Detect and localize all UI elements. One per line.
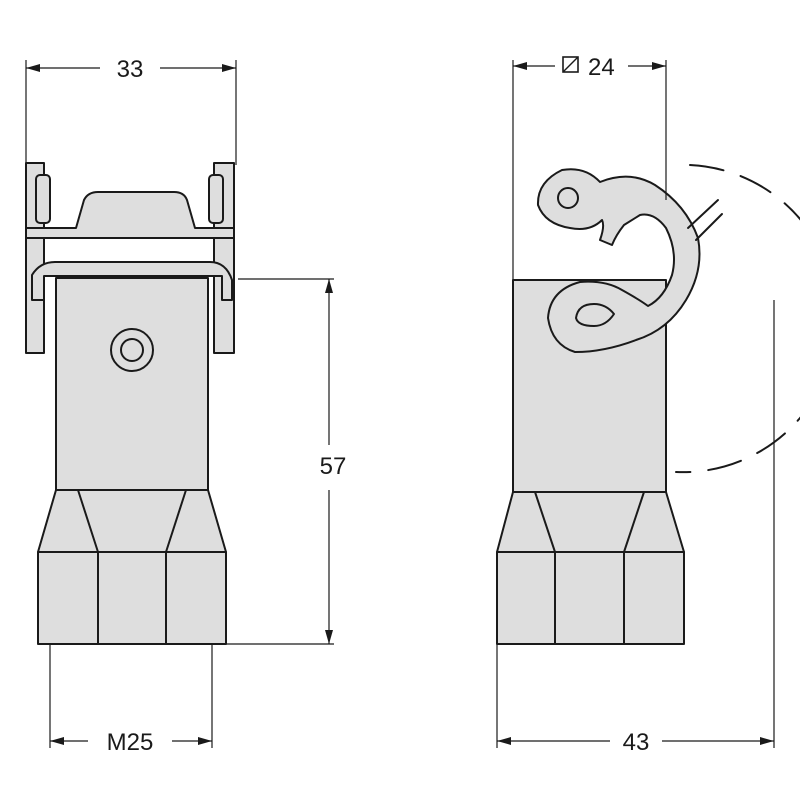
square-symbol-icon xyxy=(562,56,579,73)
dim-overall-depth-label: 43 xyxy=(623,729,650,756)
dim-overall-depth: 43 xyxy=(496,300,775,756)
lever-swing-arc xyxy=(675,164,800,474)
dim-height-label: 57 xyxy=(320,453,347,480)
gland-taper xyxy=(37,489,227,553)
gland-nut xyxy=(37,551,227,645)
dim-side-width-label: 24 xyxy=(588,54,615,81)
side-view xyxy=(496,164,800,645)
left-pin xyxy=(35,174,51,224)
side-gland-taper xyxy=(496,491,685,553)
dim-front-width: 33 xyxy=(25,56,237,165)
lever-lower-pivot xyxy=(575,303,615,327)
dim-thread: M25 xyxy=(49,644,213,756)
side-gland-nut xyxy=(496,551,685,645)
dim-thread-label: M25 xyxy=(107,729,154,756)
top-bracket xyxy=(25,191,235,239)
lever-upper-pivot xyxy=(557,187,579,209)
latch-clip xyxy=(31,261,233,301)
locking-lever xyxy=(536,168,701,353)
front-view xyxy=(25,162,235,645)
dim-front-width-label: 33 xyxy=(117,56,144,83)
right-pin xyxy=(208,174,224,224)
screw-hole xyxy=(120,338,144,362)
housing-body xyxy=(55,277,209,491)
dim-height: 57 xyxy=(226,278,347,645)
dim-side-width: 24 xyxy=(512,54,667,280)
